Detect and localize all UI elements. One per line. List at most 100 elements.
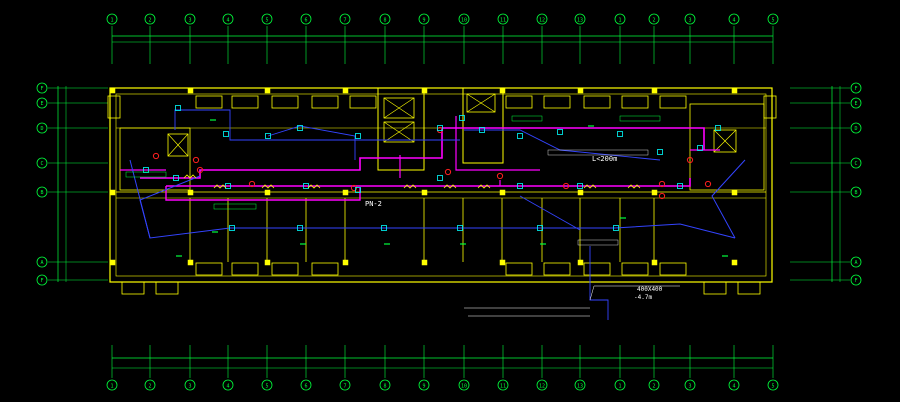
axis-bubble-top [728, 13, 740, 25]
column [651, 259, 658, 266]
valve-icon [248, 180, 256, 188]
column [264, 189, 271, 196]
axis-bubble-bottom [144, 379, 156, 391]
column [342, 87, 349, 94]
axis-bubble-left [36, 157, 48, 169]
window-bottom [231, 262, 259, 276]
axis-bubble-top [684, 13, 696, 25]
elevator-1-x2 [383, 97, 415, 119]
fan-box-right [713, 129, 737, 153]
axis-label-right: D [854, 126, 857, 132]
column [264, 87, 271, 94]
axis-label-top: 3 [688, 18, 691, 24]
diffuser-icon [459, 115, 465, 121]
diffuser-icon [517, 183, 523, 189]
axis-label-bottom: 3 [188, 384, 191, 390]
axis-label-bottom: 2 [652, 384, 655, 390]
axis-label-bottom: 2 [148, 384, 151, 390]
axis-bubble-bottom [339, 379, 351, 391]
column [421, 87, 428, 94]
axis-label-top: 13 [577, 18, 583, 24]
axis-bubble-bottom [574, 379, 586, 391]
axis-label-top: 4 [226, 18, 229, 24]
column [187, 87, 194, 94]
column [577, 189, 584, 196]
axis-label-top: 12 [539, 18, 545, 24]
column [731, 87, 738, 94]
axis-bubble-top [144, 13, 156, 25]
axis-bubble-top [418, 13, 430, 25]
axis-bubble-top [106, 13, 118, 25]
axis-bubble-top [536, 13, 548, 25]
axis-bubble-top [767, 13, 779, 25]
axis-label-left: C [40, 161, 43, 167]
fan-box-left [167, 133, 189, 157]
axis-bubble-right [850, 256, 862, 268]
window-bottom [543, 262, 571, 276]
axis-bubble-bottom [300, 379, 312, 391]
window-top [505, 95, 533, 109]
axis-label-bottom: 12 [539, 384, 545, 390]
core-right [462, 87, 504, 164]
column [109, 259, 116, 266]
column [651, 87, 658, 94]
axis-label-right: E [854, 101, 857, 107]
axis-label-bottom: 10 [461, 384, 467, 390]
axis-bubble-top [261, 13, 273, 25]
column [499, 87, 506, 94]
axis-label-left: E [40, 101, 43, 107]
axis-label-bottom: 8 [383, 384, 386, 390]
column [264, 259, 271, 266]
pipe-lines [129, 109, 746, 320]
elevator-2 [383, 121, 415, 143]
tag-box [511, 115, 543, 122]
window-bottom [621, 262, 649, 276]
axis-bubble-bottom [261, 379, 273, 391]
tag-box [213, 203, 257, 210]
window-bottom [505, 262, 533, 276]
axis-label-top: 10 [461, 18, 467, 24]
pipe-left-riser [139, 175, 201, 239]
diffuser-icon [355, 133, 361, 139]
window-top [583, 95, 611, 109]
diffuser-icon [225, 183, 231, 189]
axis-label-right: F [854, 86, 857, 92]
diffuser-icon [457, 225, 463, 231]
fan-box-right-x2 [713, 129, 737, 153]
column [577, 87, 584, 94]
axis-bubble-bottom [222, 379, 234, 391]
valve-icon [562, 182, 570, 190]
axis-label-top: 8 [383, 18, 386, 24]
axis-bubble-top [184, 13, 196, 25]
axis-bubble-right [850, 82, 862, 94]
window-bottom [195, 262, 223, 276]
end-bay-left [107, 95, 121, 119]
diffuser-icon [697, 145, 703, 151]
diffuser-icon [437, 175, 443, 181]
column [421, 189, 428, 196]
window-top [659, 95, 687, 109]
axis-label-bottom: 13 [577, 384, 583, 390]
axis-label-left: F [40, 86, 43, 92]
duct-corridor [166, 178, 691, 187]
axis-label-right: A [854, 260, 857, 266]
column [187, 189, 194, 196]
coil-symbol [213, 184, 227, 189]
pipe-upper-branch [267, 125, 356, 160]
elev-note: -4.7m [634, 294, 652, 301]
axis-bubble-top [379, 13, 391, 25]
window-top [195, 95, 223, 109]
diffuser-icon [617, 131, 623, 137]
diffuser-icon [297, 125, 303, 131]
coil-symbol [583, 184, 597, 189]
axis-label-top: 6 [304, 18, 307, 24]
outer-wall [109, 87, 773, 283]
window-top [543, 95, 571, 109]
column [499, 259, 506, 266]
axis-bubble-left [36, 274, 48, 286]
axis-label-bottom: 7 [343, 384, 346, 390]
stair-right [689, 103, 765, 191]
coil-symbol [443, 184, 457, 189]
